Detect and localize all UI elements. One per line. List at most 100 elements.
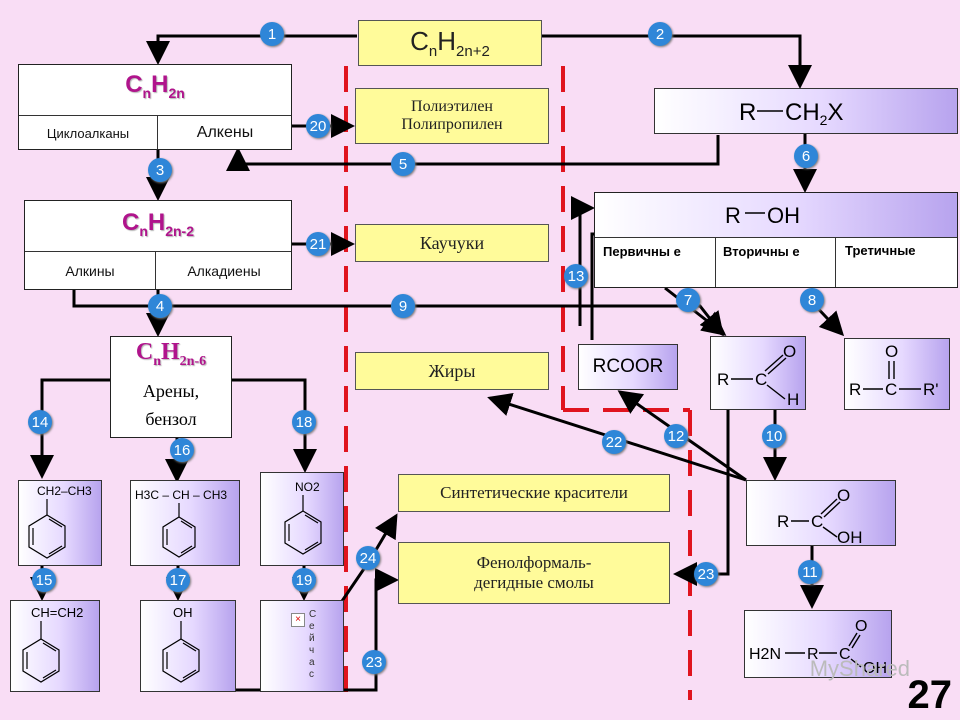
svg-text:CH2X: CH2X: [785, 99, 843, 128]
step-badge-7: 7: [676, 288, 700, 312]
step-badge-16: 16: [170, 438, 194, 462]
nitrobenzene-box: NO2: [260, 472, 344, 566]
alkynes-label: Алкины: [65, 263, 115, 279]
svg-text:R: R: [807, 646, 819, 663]
step-badge-13: 13: [564, 264, 588, 288]
aminoacid-box: O H2N R C OH: [744, 610, 892, 678]
aldehyde-structure: O R C H: [717, 342, 799, 409]
primary-alcohols-label: Первичны е: [603, 244, 681, 259]
svg-text:OH: OH: [173, 605, 193, 620]
polymers-box: Полиэтилен Полипропилен: [355, 88, 549, 144]
svg-text:O: O: [855, 618, 867, 635]
polyethylene-label: Полиэтилен: [411, 98, 493, 115]
arenes-formula: CnH2n-6: [135, 339, 207, 369]
svg-text:H2N: H2N: [749, 646, 781, 663]
step-badge-18: 18: [292, 410, 316, 434]
svg-text:OH: OH: [837, 528, 863, 547]
tertiary-alcohols-label: Третичные: [845, 243, 916, 258]
svg-text:CH2–CH3: CH2–CH3: [37, 484, 92, 498]
svg-text:H3C – CH – CH3: H3C – CH – CH3: [135, 488, 227, 502]
step-badge-21: 21: [306, 232, 330, 256]
step-badge-20: 20: [306, 114, 330, 138]
loading-image-box: × Сейчас: [260, 600, 344, 692]
svg-text:C: C: [811, 512, 823, 531]
svg-text:C: C: [885, 380, 897, 399]
svg-text:O: O: [837, 486, 850, 505]
step-badge-3: 3: [148, 158, 172, 182]
styrene-structure: CH=CH2: [22, 605, 83, 683]
acid-box: O R C OH: [746, 480, 896, 547]
aminoacid-structure: O H2N R C OH: [749, 618, 887, 677]
ester-box: RCOOR: [578, 344, 678, 390]
nitrobenzene-structure: NO2: [284, 480, 322, 555]
acid-structure: O R C OH: [777, 486, 863, 547]
svg-text:H: H: [787, 390, 799, 409]
alkane-formula: CnH2n+2: [410, 25, 490, 61]
step-badge-17: 17: [166, 568, 190, 592]
resins-line1: Фенолформаль-: [476, 553, 592, 572]
step-badge-9: 9: [391, 294, 415, 318]
haloalkane-box: R CH2X: [654, 88, 958, 134]
svg-text:CH=CH2: CH=CH2: [31, 605, 83, 620]
step-badge-23-right: 23: [694, 562, 718, 586]
step-badge-1: 1: [260, 22, 284, 46]
loading-text: Сейчас: [309, 609, 317, 680]
svg-text:OH: OH: [767, 203, 800, 228]
cumene-structure: H3C – CH – CH3: [135, 488, 227, 558]
alcohol-structure: R OH: [725, 203, 800, 228]
benzene-label: бензол: [145, 409, 197, 429]
step-badge-6: 6: [794, 144, 818, 168]
svg-text:O: O: [885, 342, 898, 361]
alkenes-formula: CnH2n: [125, 71, 185, 101]
polypropylene-label: Полипропилен: [401, 116, 503, 133]
step-badge-24: 24: [356, 546, 380, 570]
broken-image-icon: ×: [291, 613, 305, 627]
step-badge-23-left: 23: [362, 650, 386, 674]
step-badge-4: 4: [148, 294, 172, 318]
step-badge-15: 15: [32, 568, 56, 592]
alcohols-box: R OH Первичны е Вторичны е Третичные: [594, 192, 958, 288]
step-badge-11: 11: [798, 560, 822, 584]
phenol-box: OH: [140, 600, 236, 692]
alkadienes-label: Алкадиены: [187, 263, 261, 279]
arenes-label: Арены,: [142, 381, 200, 401]
styrene-box: CH=CH2: [10, 600, 100, 692]
ethylbenzene-box: CH2–CH3: [18, 480, 102, 566]
cumene-box: H3C – CH – CH3: [130, 480, 240, 566]
svg-text:R': R': [923, 380, 939, 399]
svg-text:C: C: [755, 370, 767, 389]
svg-text:R: R: [777, 512, 789, 531]
resins-line2: дегидные смолы: [474, 573, 594, 592]
svg-text:R: R: [725, 203, 741, 228]
secondary-alcohols-label: Вторичны е: [723, 244, 800, 259]
fats-box: Жиры: [355, 352, 549, 390]
step-badge-12: 12: [664, 424, 688, 448]
alkane-box: CnH2n+2: [358, 20, 542, 66]
svg-text:NO2: NO2: [295, 480, 320, 494]
slide-number: 27: [907, 673, 953, 717]
step-badge-5: 5: [391, 152, 415, 176]
step-badge-14: 14: [28, 410, 52, 434]
dyes-box: Синтетические красители: [398, 474, 670, 512]
rubbers-box: Каучуки: [355, 224, 549, 262]
haloalkane-structure: R CH2X: [739, 99, 843, 128]
arenes-box: CnH2n-6 Арены, бензол: [110, 336, 232, 438]
alkynes-formula: CnH2n-2: [121, 209, 195, 239]
resins-box: Фенолформаль- дегидные смолы: [398, 542, 670, 604]
step-badge-10: 10: [762, 424, 786, 448]
watermark: MyShared: [809, 656, 910, 681]
step-badge-19: 19: [292, 568, 316, 592]
alkynes-box: CnH2n-2 Алкины Алкадиены: [24, 200, 292, 290]
svg-text:R: R: [739, 99, 756, 126]
step-badge-22: 22: [602, 430, 626, 454]
svg-text:OH: OH: [863, 660, 887, 677]
alkenes-box: CnH2n Циклоалканы Алкены: [18, 64, 292, 150]
svg-text:R: R: [717, 370, 729, 389]
cycloalkanes-label: Циклоалканы: [46, 125, 130, 141]
svg-text:R: R: [849, 380, 861, 399]
ketone-structure: O R C R': [849, 342, 939, 399]
ethylbenzene-structure: CH2–CH3: [28, 484, 92, 559]
alkenes-label: Алкены: [196, 124, 254, 141]
step-badge-8: 8: [800, 288, 824, 312]
step-badge-2: 2: [648, 22, 672, 46]
